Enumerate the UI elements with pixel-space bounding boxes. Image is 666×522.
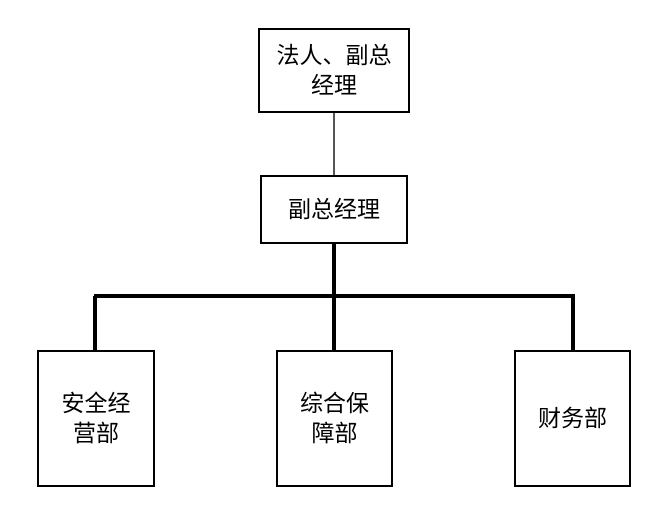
connector-vice-trunk	[332, 244, 336, 298]
connector-drop-finance	[571, 296, 575, 352]
connector-drop-support	[332, 296, 336, 352]
org-node-label: 综合保 障部	[300, 390, 369, 447]
org-node-comprehensive-support-dept[interactable]: 综合保 障部	[276, 350, 393, 487]
org-node-finance-dept[interactable]: 财务部	[514, 350, 631, 487]
org-node-legal-person[interactable]: 法人、副总 经理	[258, 28, 410, 113]
org-node-label: 安全经 营部	[61, 390, 131, 447]
org-node-vice-general-manager[interactable]: 副总经理	[260, 175, 408, 244]
org-node-label: 法人、副总 经理	[276, 42, 392, 99]
org-node-label: 副总经理	[288, 196, 380, 223]
connector-top-to-vice	[333, 113, 335, 175]
org-node-safety-operations-dept[interactable]: 安全经 营部	[37, 350, 155, 487]
connector-drop-safety	[93, 296, 97, 352]
org-node-label: 财务部	[538, 405, 607, 432]
